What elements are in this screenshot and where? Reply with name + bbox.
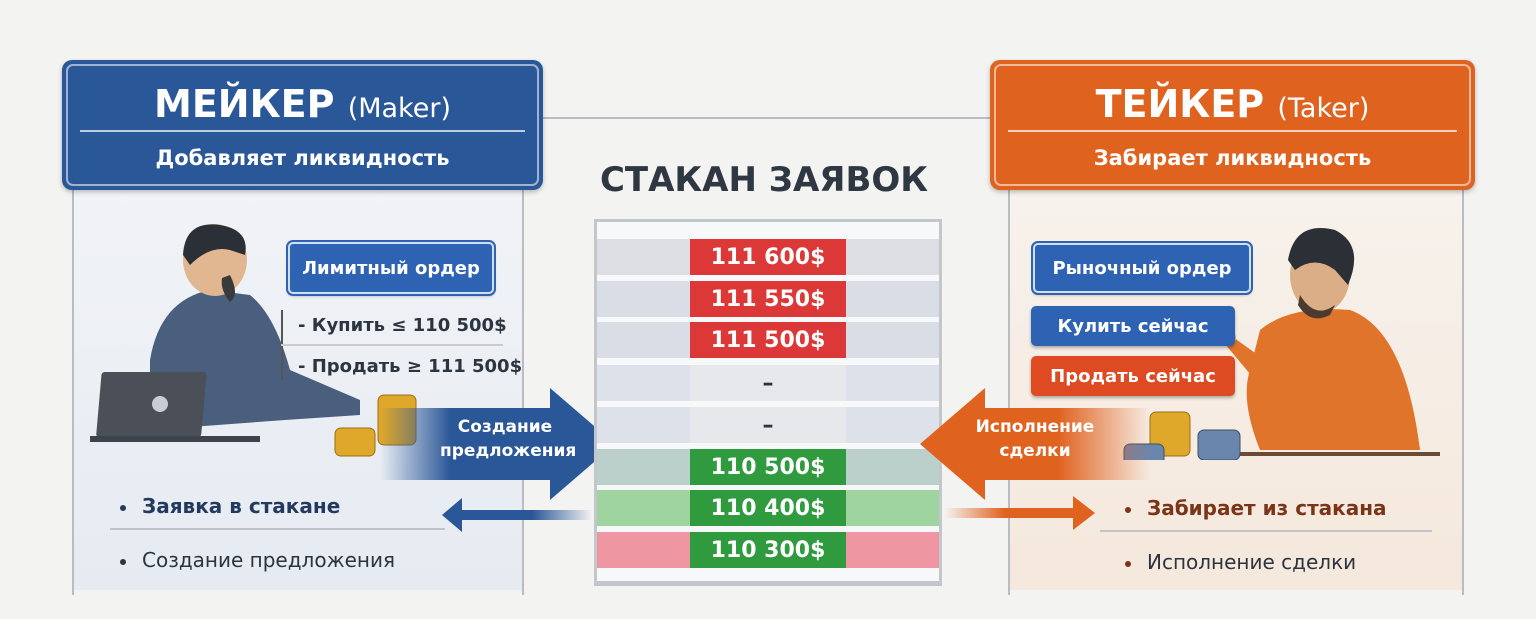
divider [1462, 190, 1464, 595]
divider [1008, 190, 1010, 595]
spread-dash: – [690, 407, 846, 443]
maker-bullet: Создание предложения [120, 548, 395, 572]
divider [72, 190, 74, 595]
spread-dash: – [690, 365, 846, 401]
taker-header: ТЕЙКЕР (Taker) Забирает ликвидность [990, 60, 1475, 190]
taker-subtitle: Забирает ликвидность [1093, 146, 1372, 170]
arrow-right-icon [380, 388, 615, 500]
sell-condition: - Продать ≥ 111 500$ [298, 356, 523, 377]
divider [281, 344, 503, 346]
buy-condition: - Купить ≤ 110 500$ [298, 315, 507, 336]
divider [110, 528, 445, 530]
maker-title: МЕЙКЕР (Maker) [154, 82, 451, 126]
buy-now-button[interactable]: Кулить сейчас [1031, 306, 1235, 346]
ask-row: 111 550$ [597, 281, 939, 317]
bid-price: 110 300$ [690, 532, 846, 568]
divider [522, 190, 524, 595]
taker-bullet: Исполнение сделки [1125, 550, 1356, 574]
arrow-left-icon [442, 498, 592, 532]
ask-price: 111 500$ [690, 322, 846, 358]
bid-row: 110 300$ [597, 532, 939, 568]
maker-bullet: Заявка в стакане [120, 494, 340, 518]
ask-price: 111 550$ [690, 281, 846, 317]
arrow-left-icon [920, 388, 1150, 500]
bid-row: 110 500$ [597, 449, 939, 485]
ask-row: 111 500$ [597, 322, 939, 358]
sell-now-button[interactable]: Продать сейчас [1031, 356, 1235, 396]
order-book-title: СТАКАН ЗАЯВОК [599, 160, 929, 200]
spread-row: – [597, 365, 939, 401]
maker-subtitle: Добавляет ликвидность [155, 146, 450, 170]
market-order-badge: Рыночный ордер [1031, 241, 1253, 295]
ask-row: 111 600$ [597, 239, 939, 275]
ask-price: 111 600$ [690, 239, 846, 275]
spread-row: – [597, 407, 939, 443]
connector-line [543, 117, 990, 119]
order-book: 111 600$ 111 550$ 111 500$ – – 110 500$ … [594, 219, 942, 586]
bid-price: 110 500$ [690, 449, 846, 485]
maker-header: МЕЙКЕР (Maker) Добавляет ликвидность [62, 60, 543, 190]
limit-order-badge: Лимитный ордер [286, 240, 496, 296]
bid-row: 110 400$ [597, 490, 939, 526]
arrow-right-icon [945, 496, 1095, 530]
taker-title: ТЕЙКЕР (Taker) [1095, 82, 1370, 126]
bid-price: 110 400$ [690, 490, 846, 526]
taker-bullet: Забирает из стакана [1125, 496, 1387, 520]
divider [1100, 530, 1432, 532]
